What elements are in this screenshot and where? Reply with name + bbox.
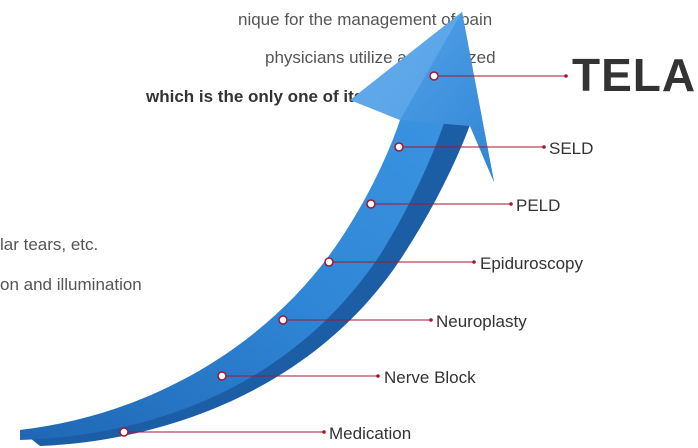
step-label-peld: PELD: [516, 196, 561, 215]
marker-dot-neuroplasty: [278, 315, 288, 325]
leader-end-dot: [509, 202, 513, 206]
step-label-nerve-block: Nerve Block: [384, 368, 476, 387]
text-fragment-4: lar tears, etc.: [0, 235, 99, 254]
text-fragment-5: on and illumination: [0, 275, 142, 294]
marker-dot-peld: [366, 199, 376, 209]
leader-end-dot: [564, 74, 568, 78]
text-fragment-1: nique for the management of pain: [238, 10, 493, 29]
arrow-head-highlight: [350, 12, 462, 120]
arrow-head: [350, 12, 494, 182]
marker-dot-epiduroscopy: [324, 257, 334, 267]
leader-end-dot: [322, 430, 326, 434]
marker-dot-nerve-block: [217, 371, 227, 381]
step-label-medication: Medication: [329, 424, 412, 443]
leader-end-dot: [472, 260, 476, 264]
step-label-epiduroscopy: Epiduroscopy: [480, 254, 584, 273]
text-fragment-3: which is the only one of its: [146, 87, 364, 106]
marker-dot-seld: [394, 142, 404, 152]
leader-end-dot: [542, 145, 546, 149]
step-label-tela: TELA: [572, 49, 697, 101]
marker-dot-medication: [119, 427, 129, 437]
step-label-seld: SELD: [549, 139, 594, 158]
marker-dot-tela: [429, 71, 439, 81]
leader-end-dot: [376, 374, 380, 378]
leader-end-dot: [429, 318, 433, 322]
arrow-shaft-side: [20, 120, 470, 446]
step-label-neuroplasty: Neuroplasty: [436, 312, 527, 331]
